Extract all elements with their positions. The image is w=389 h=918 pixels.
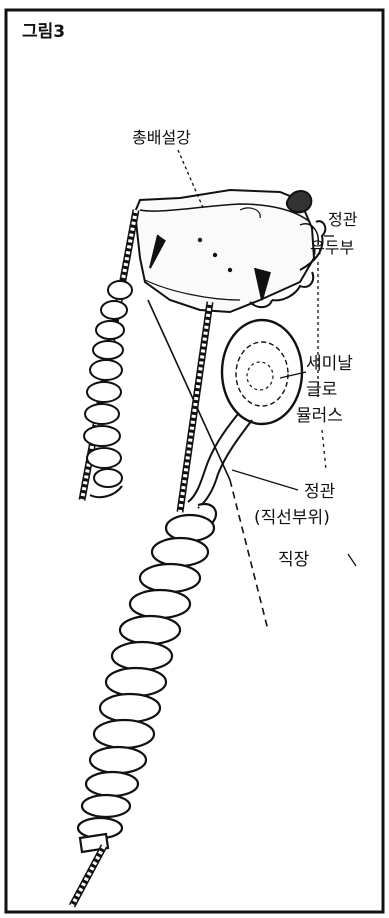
figure-border [6,10,383,912]
cloaca-sac [135,190,318,312]
label-seminal-vesicle-2: 글로 [306,382,337,399]
label-branchial-cavity: 총배설강 [132,130,191,146]
center-rod [180,302,210,512]
duct-straight [188,414,252,508]
left-coiled-tube [84,281,132,497]
label-duct-straight-2: (직선부위) [254,510,330,527]
label-seminal-vesicle-3: 뮬러스 [296,408,343,425]
figure-title: 그림3 [22,24,65,41]
label-rectum: 직장 [278,552,309,569]
seminal-vesicle [222,320,302,424]
label-duct-straight-1: 정관 [304,484,335,501]
label-seminal-vesicle-1: 세미날 [306,356,353,373]
lower-coiled-duct [78,504,216,852]
tail-rod [72,846,104,906]
label-duct-papilla-2: 유두부 [310,240,354,256]
label-duct-papilla-1: 정관 [328,212,357,228]
